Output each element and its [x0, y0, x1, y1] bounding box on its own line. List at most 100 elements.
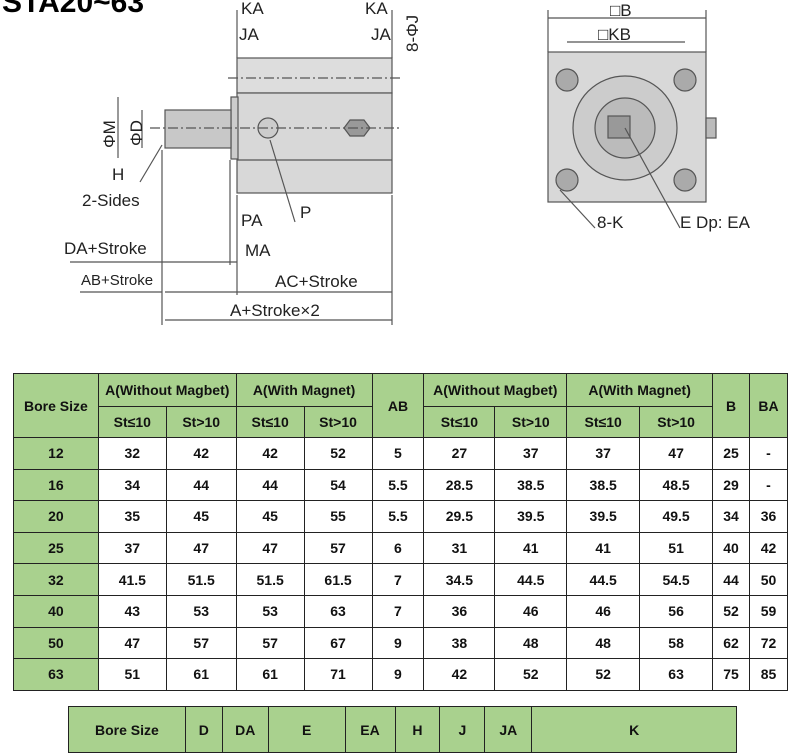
table-cell: 57: [303, 531, 373, 565]
table-cell: 36: [748, 500, 789, 533]
svg-text:2-Sides: 2-Sides: [82, 191, 140, 210]
model-title: STA20~63: [2, 0, 145, 19]
bore-size-cell: 12: [13, 437, 99, 470]
table-cell: 34: [712, 500, 750, 533]
table-cell: 43: [97, 594, 167, 628]
svg-text:ΦD: ΦD: [127, 120, 146, 146]
table-cell: 38: [423, 626, 496, 660]
table-cell: 48: [566, 626, 641, 660]
table-cell: 37: [494, 437, 568, 470]
table-cell: 37: [97, 531, 167, 565]
bore-size-cell: 32: [13, 563, 99, 596]
header-k: K: [531, 706, 737, 753]
table-cell: 44.5: [494, 563, 568, 596]
table-cell: 45: [235, 500, 305, 533]
table-cell: 29.5: [423, 500, 496, 533]
table-cell: 59: [748, 594, 789, 628]
table-cell: 62: [712, 626, 750, 660]
table-cell: 42: [748, 531, 789, 565]
table-cell: 28.5: [423, 468, 496, 502]
table-cell: 42: [423, 658, 496, 691]
header-st-gt: St>10: [639, 406, 714, 438]
svg-text:A+Stroke×2: A+Stroke×2: [230, 301, 320, 320]
table-cell: 32: [97, 437, 167, 470]
svg-text:JA: JA: [371, 25, 392, 44]
bore-size-cell: 20: [13, 500, 99, 533]
table-cell: 31: [423, 531, 496, 565]
svg-text:□B: □B: [610, 1, 632, 20]
bore-size-cell: 50: [13, 626, 99, 660]
svg-text:PA: PA: [241, 211, 263, 230]
table-cell: 51: [639, 531, 714, 565]
table-cell: 58: [639, 626, 714, 660]
header-e: E: [267, 706, 346, 753]
table-cell: 52: [303, 437, 373, 470]
table-cell: 48.5: [639, 468, 714, 502]
header-bore-size: Bore Size: [13, 373, 99, 438]
table-cell: 67: [303, 626, 373, 660]
table-cell: 72: [748, 626, 789, 660]
table-cell: 53: [165, 594, 237, 628]
table-cell: 44: [712, 563, 750, 596]
table-cell: 57: [235, 626, 305, 660]
svg-text:ΦM: ΦM: [100, 120, 119, 148]
table-cell: 41.5: [97, 563, 167, 596]
table-cell: 71: [303, 658, 373, 691]
table-cell: 42: [165, 437, 237, 470]
header-h: H: [394, 706, 441, 753]
svg-text:AC+Stroke: AC+Stroke: [275, 272, 358, 291]
table-cell: 55: [303, 500, 373, 533]
table-cell: 85: [748, 658, 789, 691]
header-a-without-magnet-2: A(Without Magbet): [423, 373, 568, 407]
svg-text:□KB: □KB: [598, 25, 631, 44]
header-d: D: [184, 706, 223, 753]
dimension-table-1: Bore Size A(Without Magbet) A(With Magne…: [13, 373, 789, 691]
svg-text:MA: MA: [245, 241, 271, 260]
header-st-le: St≤10: [423, 406, 496, 438]
table-cell: 40: [712, 531, 750, 565]
table-cell: 6: [371, 531, 425, 565]
bore-size-cell: 40: [13, 594, 99, 628]
header-st-gt: St>10: [303, 406, 373, 438]
table-cell: 38.5: [494, 468, 568, 502]
svg-text:8-ΦJ: 8-ΦJ: [403, 15, 422, 52]
table-cell: 52: [712, 594, 750, 628]
table-cell: 50: [748, 563, 789, 596]
table-cell: 51.5: [165, 563, 237, 596]
table-cell: 47: [639, 437, 714, 470]
table-cell: 35: [97, 500, 167, 533]
svg-text:E Dp: EA: E Dp: EA: [680, 213, 751, 232]
header-st-le: St≤10: [97, 406, 167, 438]
svg-text:KA: KA: [241, 0, 264, 18]
table-cell: 41: [494, 531, 568, 565]
table-cell: 63: [303, 594, 373, 628]
header-st-gt: St>10: [165, 406, 237, 438]
header-ja: JA: [484, 706, 533, 753]
header-ba: BA: [748, 373, 789, 438]
header-ea: EA: [344, 706, 396, 753]
svg-text:H: H: [112, 165, 124, 184]
table-cell: 9: [371, 626, 425, 660]
svg-text:JA: JA: [239, 25, 260, 44]
table-cell: 42: [235, 437, 305, 470]
table-cell: 44: [165, 468, 237, 502]
table-cell: 54.5: [639, 563, 714, 596]
bore-size-cell: 63: [13, 658, 99, 691]
bore-size-cell: 25: [13, 531, 99, 565]
table-cell: 5.5: [371, 468, 425, 502]
header-bore-size: Bore Size: [68, 706, 186, 753]
table-cell: 51.5: [235, 563, 305, 596]
header-st-le: St≤10: [235, 406, 305, 438]
svg-text:AB+Stroke: AB+Stroke: [81, 272, 153, 289]
table-cell: 52: [566, 658, 641, 691]
header-st-gt: St>10: [494, 406, 568, 438]
table-cell: 39.5: [566, 500, 641, 533]
table-cell: 47: [235, 531, 305, 565]
table-cell: 37: [566, 437, 641, 470]
table-cell: 47: [97, 626, 167, 660]
